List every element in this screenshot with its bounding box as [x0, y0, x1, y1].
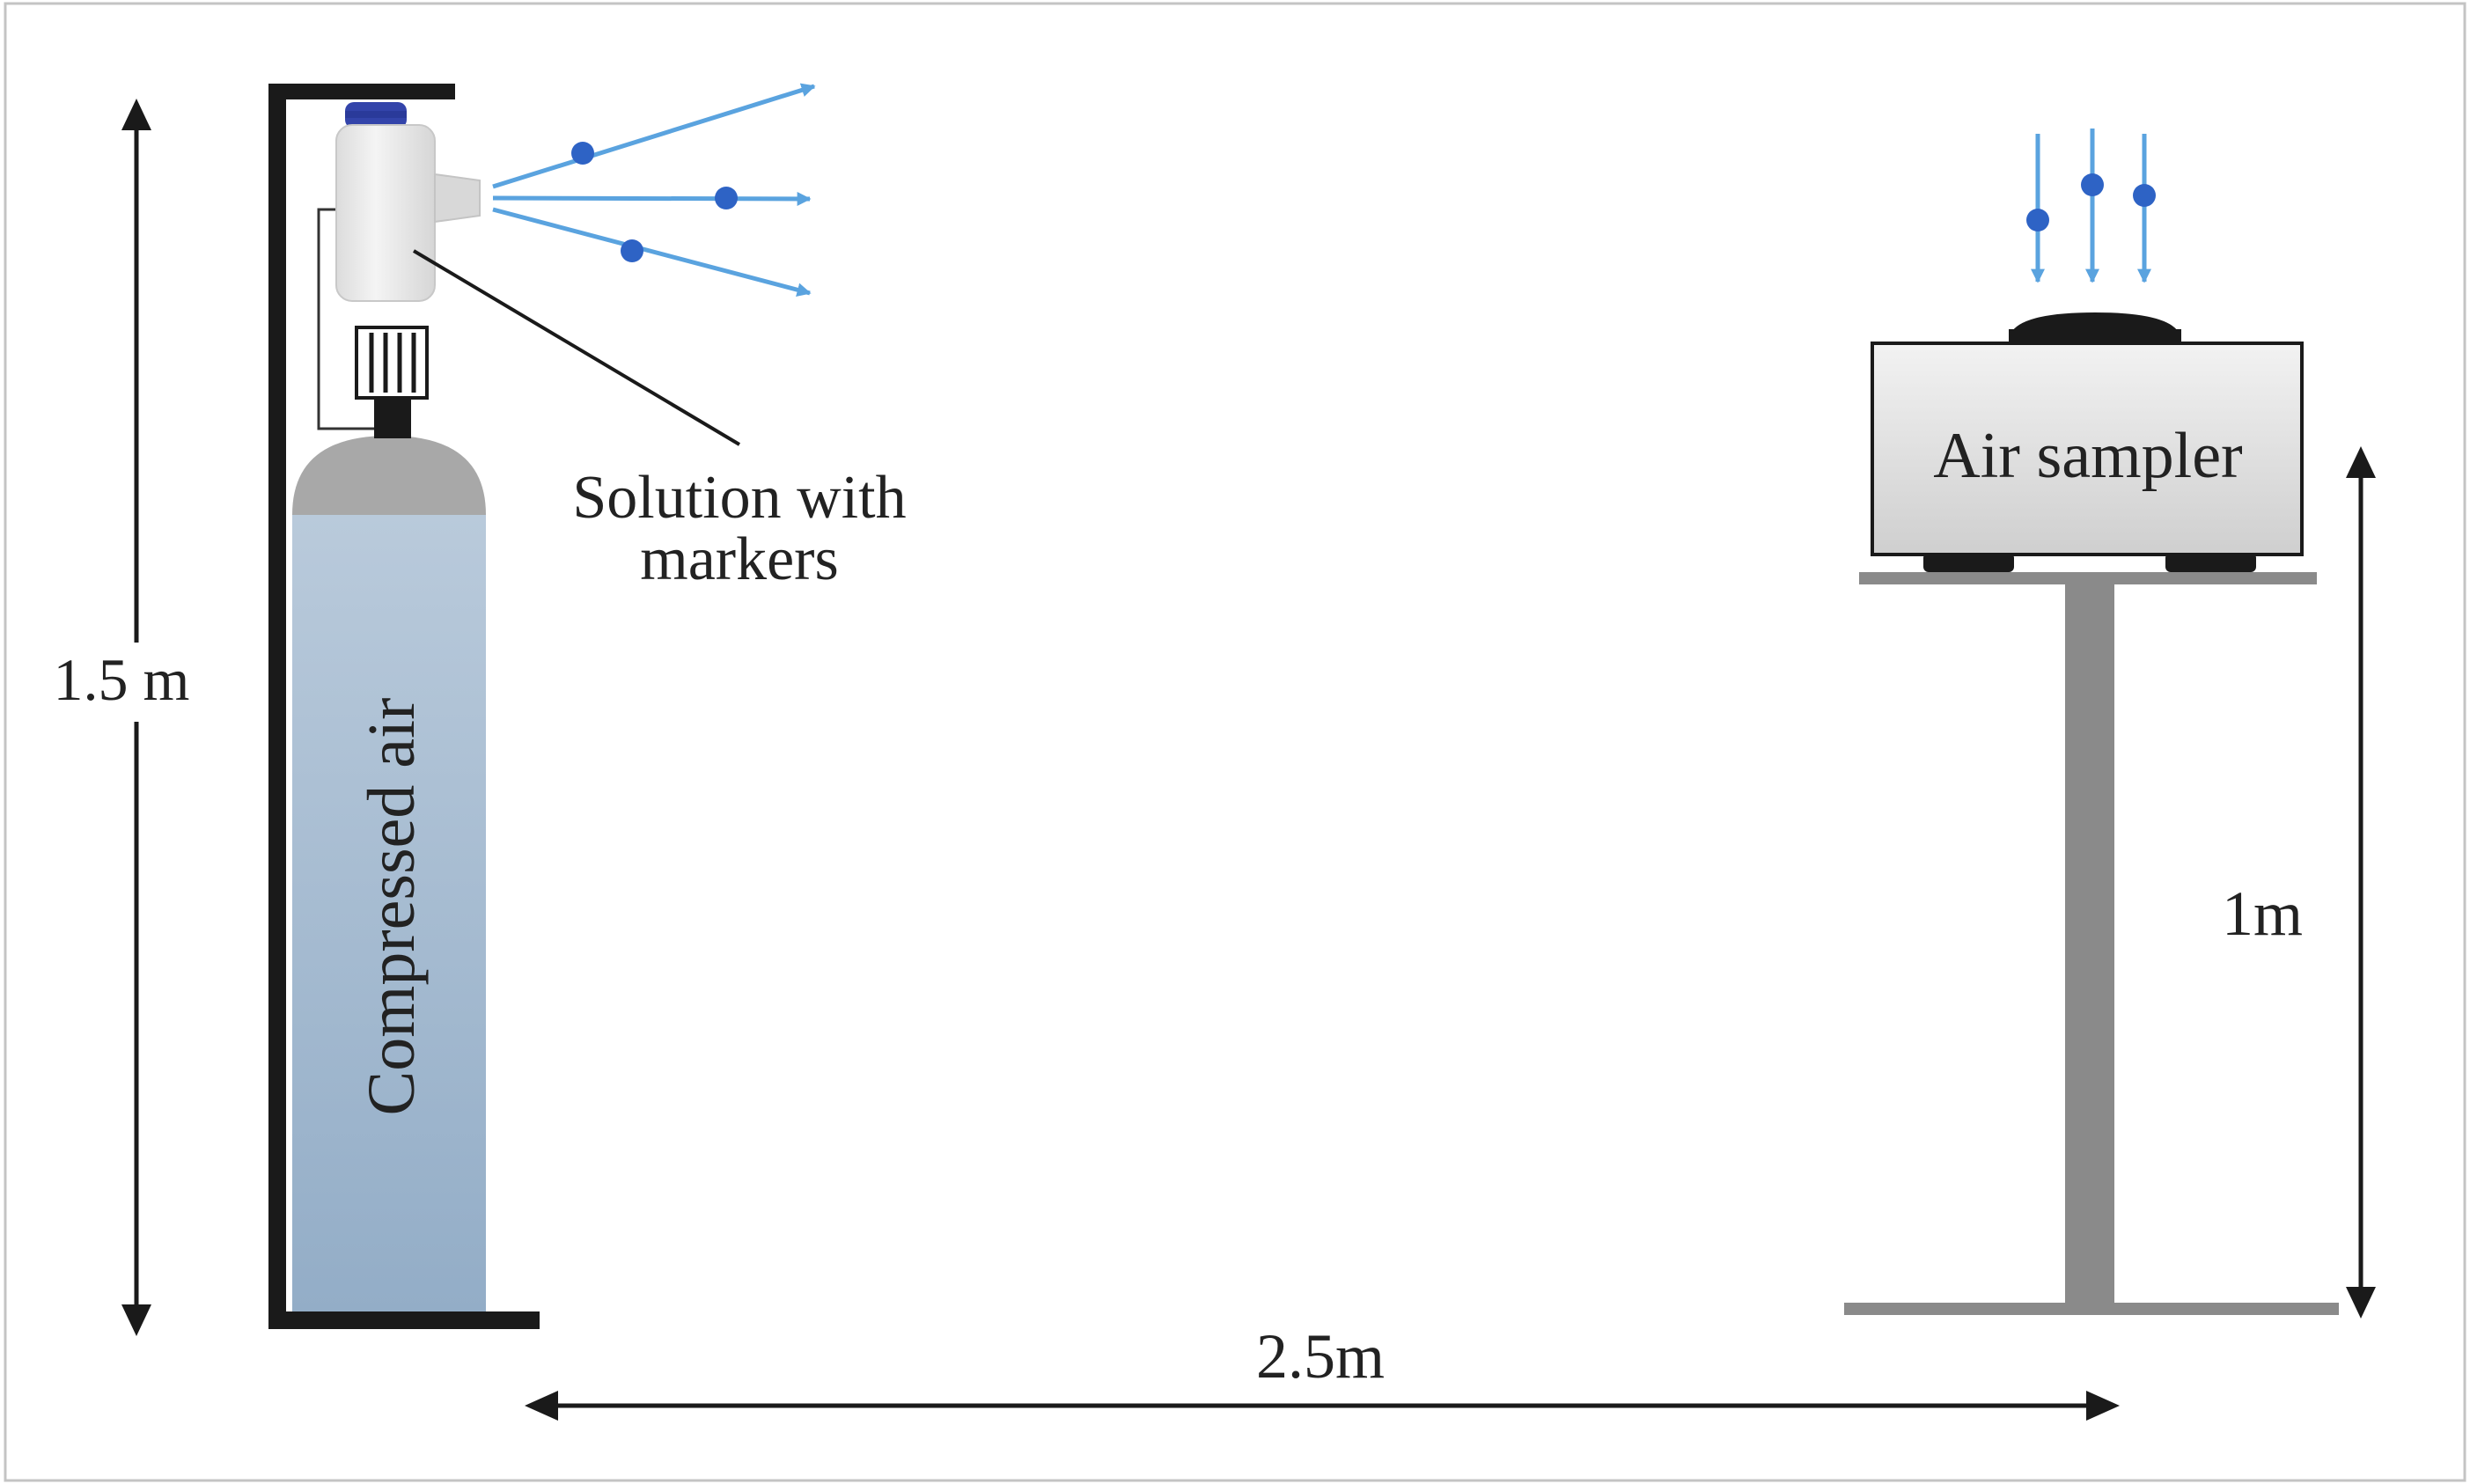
- intake-marker-dots: [2026, 173, 2156, 231]
- air-sampler: [1871, 312, 2304, 572]
- intake-flow-arrows: [2030, 129, 2152, 283]
- solution-label-line2: markers: [640, 525, 838, 593]
- distance-dimension: [525, 1391, 2120, 1421]
- tank-label: Compressed air: [355, 698, 429, 1116]
- height-dimension-left: [119, 99, 154, 1336]
- nebulizer-bottle: [335, 102, 481, 302]
- spray-marker-dots: [571, 142, 738, 262]
- sampler-label: Air sampler: [1933, 420, 2242, 492]
- height-dimension-right: [2346, 446, 2376, 1319]
- height-left-label: 1.5 m: [54, 646, 190, 713]
- sampler-stand: [1844, 572, 2339, 1315]
- page-border: [4, 2, 2466, 1482]
- spray-flow-arrows: [492, 83, 816, 298]
- support-frame: [268, 84, 540, 1329]
- tank-valve: [355, 326, 429, 438]
- height-right-label: 1m: [2222, 878, 2303, 949]
- air-hose: [317, 208, 374, 430]
- distance-label: 2.5m: [1256, 1321, 1385, 1392]
- compressed-air-tank: [292, 436, 486, 1311]
- solution-leader-line: [412, 249, 741, 446]
- solution-label-line1: Solution with: [572, 464, 906, 532]
